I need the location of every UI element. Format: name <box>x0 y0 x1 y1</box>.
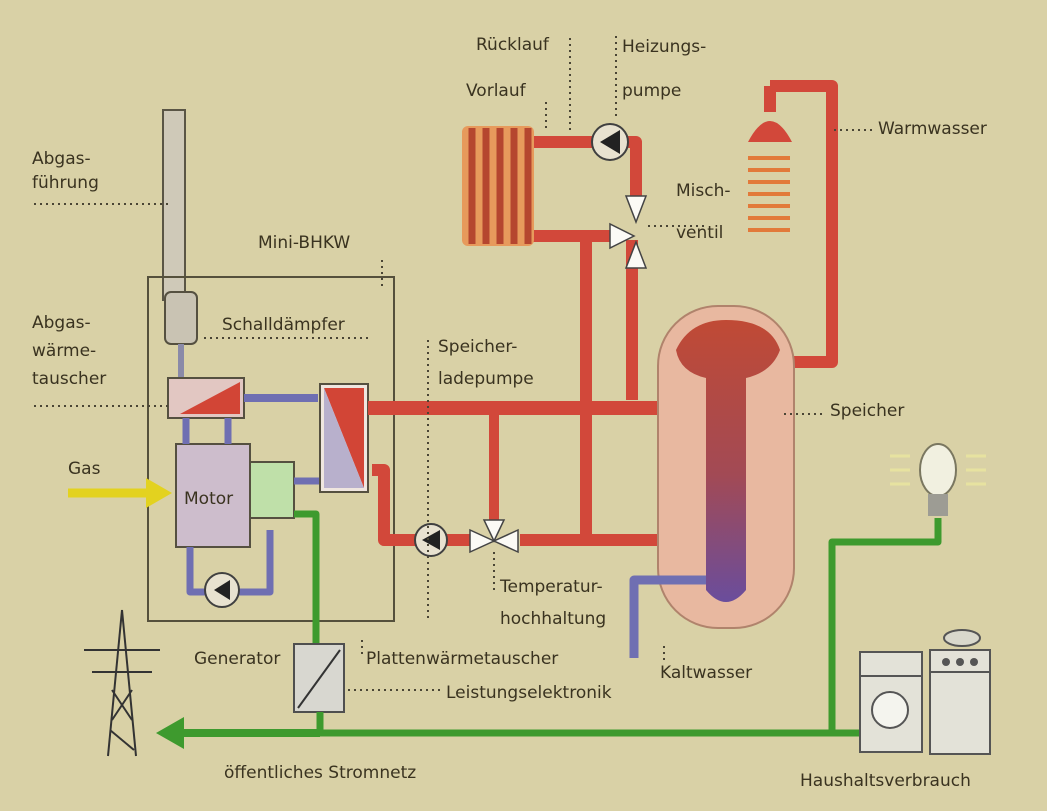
engine-pump-arrow <box>214 580 230 600</box>
muffler <box>164 291 198 345</box>
temperature-holding-valve <box>469 519 519 554</box>
label-mini-bhkw: Mini-BHKW <box>258 233 350 253</box>
hot-return-line <box>372 464 418 546</box>
plate-hx-cold-side <box>324 388 364 488</box>
label-generator: Generator <box>194 649 280 669</box>
label-oeffentliches-stromnetz: öffentliches Stromnetz <box>224 763 416 783</box>
gas-arrow <box>146 478 172 508</box>
mixing-valve <box>609 195 648 269</box>
warmwater-line <box>770 80 838 368</box>
heating-pump-arrow <box>600 130 620 154</box>
label-warmwasser: Warmwasser <box>878 119 987 139</box>
label-abgas-1: Abgas- <box>32 149 91 169</box>
label-temperaturhochhaltung-1: Temperatur- <box>499 577 603 597</box>
label-haushaltsverbrauch: Haushaltsverbrauch <box>800 771 971 791</box>
label-vorlauf: Vorlauf <box>466 81 527 101</box>
label-heizungspumpe-1: Heizungs- <box>622 37 706 57</box>
shower-spray <box>748 156 790 232</box>
generator-box <box>249 461 295 519</box>
mini-bhkw-housing <box>147 276 395 622</box>
radiator <box>462 126 534 246</box>
washing-machine-icon <box>859 651 923 753</box>
label-plattenwaermetauscher: Plattenwärmetauscher <box>366 649 558 669</box>
label-heizungspumpe-2: pumpe <box>622 81 681 101</box>
leader-lines <box>34 36 874 691</box>
stove-icon <box>929 629 991 755</box>
cold-water-inlet <box>629 575 706 658</box>
power-electronics-diagonal <box>297 649 341 709</box>
label-leistungselektronik: Leistungselektronik <box>446 683 612 703</box>
label-mischventil-2: ventil <box>676 223 723 243</box>
light-bulb-base <box>928 494 948 516</box>
grid-feed-cable <box>316 518 942 737</box>
label-abgas-2: führung <box>32 173 99 193</box>
label-abgaswaermetauscher-3: tauscher <box>32 369 106 389</box>
label-kaltwasser: Kaltwasser <box>660 663 752 683</box>
label-mischventil-1: Misch- <box>676 181 731 201</box>
label-temperaturhochhaltung-2: hochhaltung <box>500 609 606 629</box>
label-speicherladepumpe-1: Speicher- <box>438 337 517 357</box>
label-ruecklauf: Rücklauf <box>476 35 550 55</box>
pump-to-valve <box>626 136 642 196</box>
tank-inner-chamber <box>676 320 780 602</box>
label-speicher: Speicher <box>830 401 904 421</box>
generator-cable <box>294 510 320 648</box>
grid-export-arrow <box>156 717 184 749</box>
light-bulb <box>919 443 957 497</box>
shower-head <box>748 121 792 142</box>
label-abgaswaermetauscher-2: wärme- <box>32 341 96 361</box>
motor-block <box>175 443 251 548</box>
label-gas: Gas <box>68 459 101 479</box>
light-rays <box>890 454 986 486</box>
label-motor: Motor <box>184 489 233 509</box>
label-speicherladepumpe-2: ladepumpe <box>438 369 534 389</box>
label-schalldaempfer: Schalldämpfer <box>222 315 345 335</box>
power-pylon-icon <box>84 609 160 757</box>
label-abgaswaermetauscher-1: Abgas- <box>32 313 91 333</box>
exhaust-hx-hot-side <box>180 382 240 414</box>
storage-loading-pump-arrow <box>422 530 440 550</box>
motor-coolant-pipes <box>182 418 232 444</box>
